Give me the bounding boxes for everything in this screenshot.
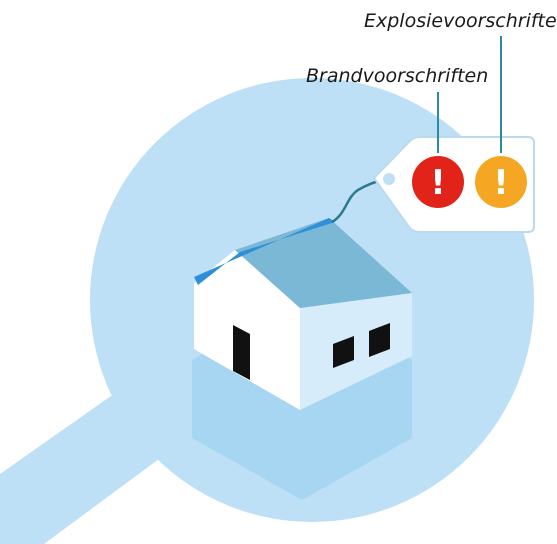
fire-regulations-label: Brandvoorschriften [306, 65, 488, 87]
tag-hole [383, 173, 395, 185]
explosion-warning-glyph: ! [493, 163, 509, 203]
house-door [233, 325, 250, 380]
fire-warning: ! [412, 156, 464, 208]
explosion-regulations-label: Explosievoorschriften [364, 10, 557, 32]
explosion-warning: ! [475, 156, 527, 208]
fire-warning-glyph: ! [430, 163, 446, 203]
